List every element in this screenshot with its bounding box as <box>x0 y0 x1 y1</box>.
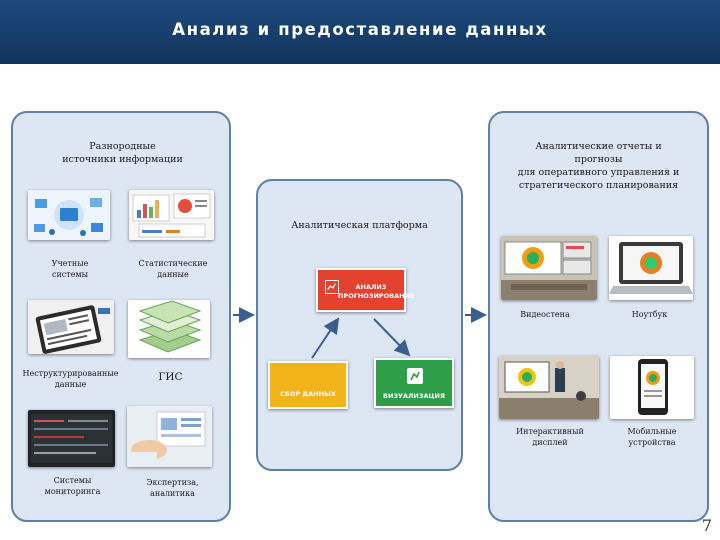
visualization-icon <box>407 368 423 384</box>
interactive-display-image <box>499 356 599 419</box>
unstructured-data-image <box>28 300 114 354</box>
source-label-statistics: Статистические данные <box>138 259 208 279</box>
monitoring-screen-image <box>28 410 115 467</box>
statistics-image <box>129 190 214 240</box>
laptop-image <box>609 236 693 300</box>
visualization-button[interactable]: ВИЗУАЛИЗАЦИЯ <box>374 358 454 408</box>
page-number: 7 <box>701 516 712 535</box>
source-label-accounting: Учетные системы <box>51 259 89 279</box>
analysis-forecasting-label: АНАЛИЗ ПРОГНОЗИРОВАНИЕ <box>338 283 415 300</box>
mobile-device-image <box>610 356 694 419</box>
platform-title: Аналитическая платформа <box>291 220 428 231</box>
output-label-laptop: Ноутбук <box>631 310 668 319</box>
outputs-title: Аналитические отчеты и прогнозы для опер… <box>517 141 680 191</box>
expertise-analytics-image <box>127 406 212 467</box>
platform-panel <box>256 179 463 471</box>
source-label-monitoring: Системы мониторинга <box>44 476 101 496</box>
visualization-label: ВИЗУАЛИЗАЦИЯ <box>382 392 446 400</box>
gis-layers-image <box>128 300 210 358</box>
source-label-unstructured: Неструктурированные данные <box>22 369 119 389</box>
source-label-expertise: Экспертиза, аналитика <box>146 478 199 498</box>
accounting-systems-image <box>28 190 110 240</box>
page-title: Анализ и предоставление данных <box>172 20 548 39</box>
source-label-gis: ГИС <box>158 371 183 383</box>
header-bar: Анализ и предоставление данных <box>0 0 720 64</box>
video-wall-image <box>501 236 597 300</box>
output-label-video-wall: Видеостена <box>520 310 570 319</box>
sources-title: Разнородные источники информации <box>62 141 183 165</box>
analysis-forecasting-button[interactable]: АНАЛИЗ ПРОГНОЗИРОВАНИЕ <box>316 268 415 312</box>
outputs-panel <box>488 111 709 522</box>
data-collection-label: СБОР ДАННЫХ <box>280 390 336 398</box>
analysis-chart-icon <box>325 280 339 294</box>
output-label-interactive-display: Интерактивный дисплей <box>516 427 584 447</box>
data-collection-button[interactable]: СБОР ДАННЫХ <box>268 361 348 409</box>
output-label-mobile: Мобильные устройства <box>627 427 677 447</box>
